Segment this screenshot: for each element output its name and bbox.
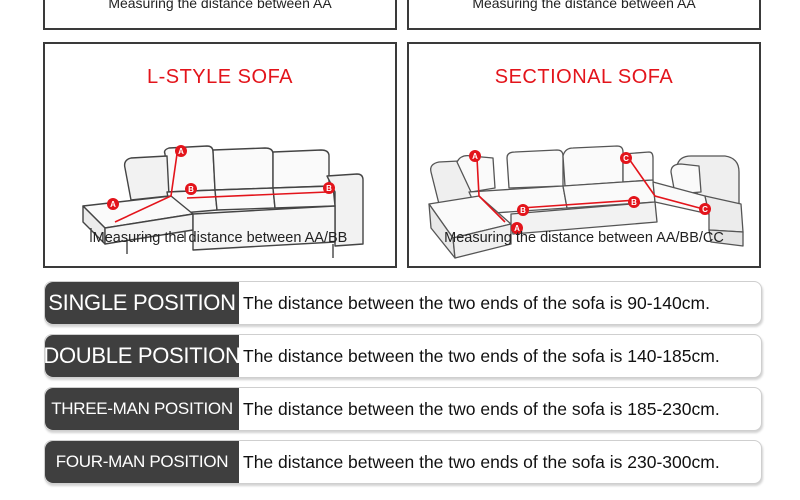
double-position-label: DOUBLE POSITION — [45, 335, 241, 377]
marker-a-bottom: A — [514, 224, 520, 233]
top-caption-right: Measuring the distance between AA — [472, 0, 696, 11]
top-panel-right: Measuring the distance between AA — [407, 0, 761, 30]
three-man-position-label: THREE-MAN POSITION — [45, 388, 239, 430]
sectional-sofa-caption: Measuring the distance between AA/BB/CC — [444, 230, 724, 246]
marker-a-left: A — [110, 200, 116, 209]
marker-c-right: C — [702, 205, 708, 214]
sectional-sofa-panel: SECTIONAL SOFA — [407, 42, 761, 268]
top-caption-left: Measuring the distance between AA — [108, 0, 332, 11]
three-man-position-row: THREE-MAN POSITION The distance between … — [44, 387, 762, 431]
four-man-position-text: The distance between the two ends of the… — [243, 451, 720, 472]
marker-a-top: A — [472, 152, 478, 161]
sectional-sofa-illustration: A A B B C C — [428, 145, 744, 259]
l-style-sofa-caption: Measuring the distance between AA/BB — [92, 230, 348, 246]
marker-b-left: B — [520, 206, 526, 215]
marker-b-right: B — [631, 198, 637, 207]
single-position-text: The distance between the two ends of the… — [243, 292, 710, 313]
l-style-sofa-title: L-STYLE SOFA — [146, 66, 294, 88]
marker-b-right: B — [326, 184, 332, 193]
marker-b-left: B — [188, 185, 194, 194]
marker-a-top: A — [178, 147, 184, 156]
marker-c-top: C — [623, 154, 629, 163]
three-man-position-text: The distance between the two ends of the… — [243, 398, 720, 419]
four-man-position-label: FOUR-MAN POSITION — [45, 441, 239, 483]
top-panel-left: Measuring the distance between AA — [43, 0, 397, 30]
four-man-position-row: FOUR-MAN POSITION The distance between t… — [44, 440, 762, 484]
double-position-row: DOUBLE POSITION The distance between the… — [44, 334, 762, 378]
double-position-text: The distance between the two ends of the… — [243, 345, 720, 366]
sectional-sofa-title: SECTIONAL SOFA — [494, 66, 674, 88]
single-position-label: SINGLE POSITION — [45, 282, 239, 324]
l-style-sofa-panel: L-STYLE SOFA — [43, 42, 397, 268]
l-style-sofa-illustration: A A B B — [82, 145, 364, 258]
single-position-row: SINGLE POSITION The distance between the… — [44, 281, 762, 325]
